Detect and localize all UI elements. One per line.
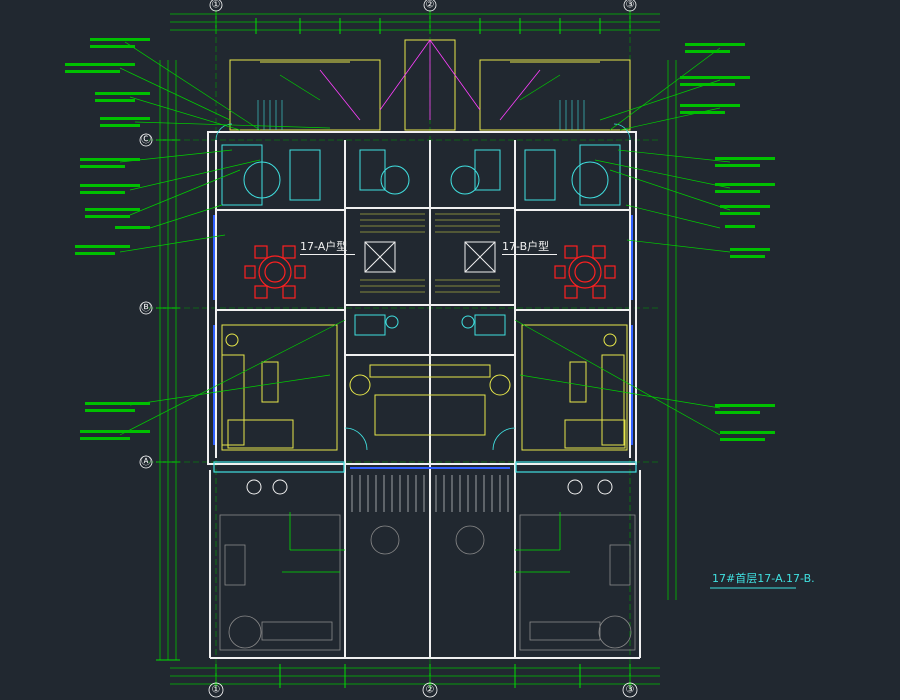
windows: [213, 215, 633, 469]
stair-core: [364, 241, 496, 273]
outdoor-chairs: [246, 479, 613, 495]
front-garden: [219, 514, 636, 651]
grid-bubble-1-bottom: [208, 682, 224, 698]
grid-label-2-bottom: ②: [426, 685, 435, 696]
dimension-ticks: [156, 10, 631, 688]
top-stair-lines: [257, 100, 585, 130]
grid-bubble-a: [139, 455, 153, 469]
grid-label-3-top: ③: [626, 0, 635, 11]
grid-bubbles: [139, 0, 638, 698]
grid-bubble-1-top: [209, 0, 223, 12]
living-room-a: [221, 324, 338, 451]
grid-bubble-3-bottom: [622, 682, 638, 698]
grid-bubble-b: [139, 301, 153, 315]
annotation-text-blocks: [65, 38, 775, 441]
grid-label-1-bottom: ①: [212, 685, 221, 696]
grid-axis-lines: [148, 10, 660, 690]
grid-bubble-2-top: [423, 0, 437, 12]
dining-set-a: [244, 245, 306, 299]
grid-label-2-top: ②: [426, 0, 435, 11]
unit-b-underline: [502, 254, 557, 255]
grid-bubble-3-top: [623, 0, 637, 12]
walls: [207, 131, 641, 659]
grid-label-1-top: ①: [212, 0, 221, 11]
unit-b-label: 17-B户型: [502, 239, 549, 253]
front-terrace: [351, 475, 509, 512]
living-room-b: [521, 324, 628, 451]
dining-set-b: [554, 245, 616, 299]
grid-label-a: Ⓐ: [141, 456, 151, 468]
grid-bubble-c: [139, 133, 153, 147]
unit-a-underline: [300, 254, 355, 255]
rear-yard: [229, 39, 631, 131]
stair-treads: [360, 213, 500, 293]
dimension-lines: [159, 13, 677, 685]
terrace-railing: [213, 461, 637, 473]
grid-bubble-2-bottom: [422, 682, 438, 698]
fixtures: [221, 144, 621, 336]
magenta-leaders: [319, 39, 541, 121]
drawing-title: 17#首层17-A.17-B.: [712, 571, 815, 585]
center-room-furniture: [349, 364, 511, 436]
grid-label-3-bottom: ③: [626, 685, 635, 696]
unit-a-label: 17-A户型: [300, 239, 347, 253]
grid-label-b: Ⓑ: [141, 302, 151, 314]
annotation-leaders: [119, 41, 731, 436]
grid-label-c: Ⓒ: [141, 134, 151, 146]
garden-dimensions: [282, 512, 570, 573]
